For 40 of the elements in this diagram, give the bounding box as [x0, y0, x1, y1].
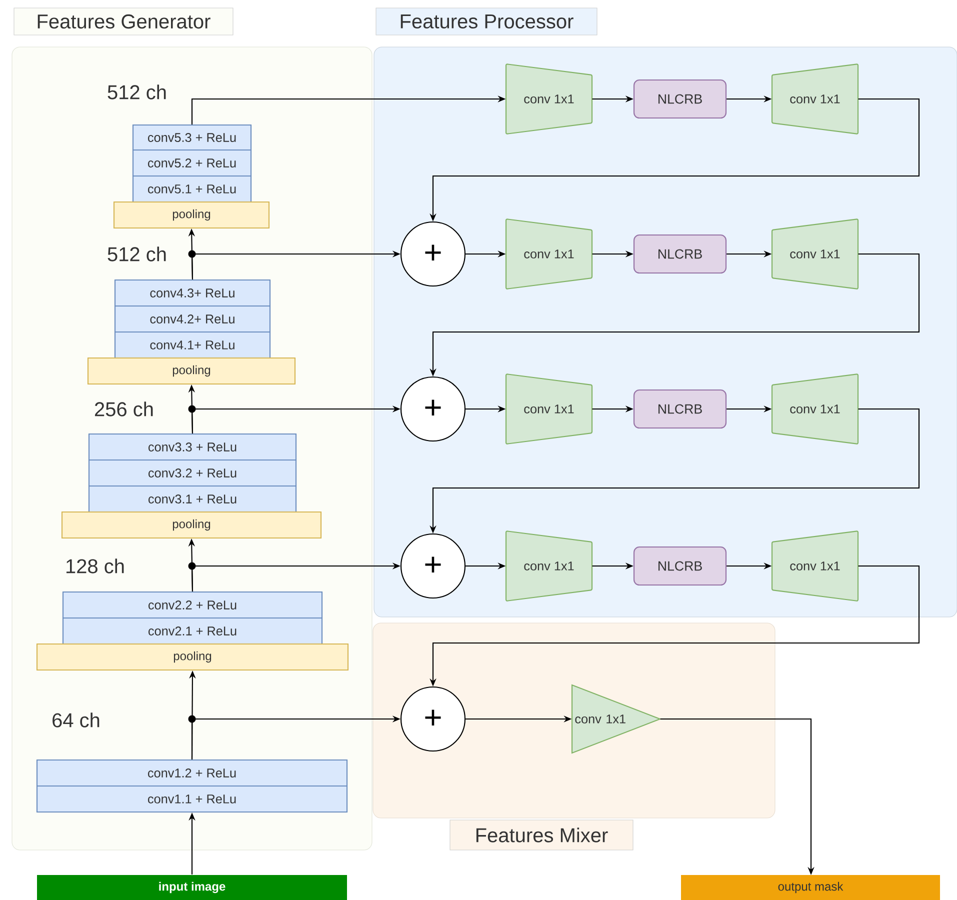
trapezoid-block: conv 1x1	[505, 218, 593, 290]
pooling-block: pooling	[61, 511, 322, 539]
conv-block: conv3.1 + ReLu	[88, 485, 297, 513]
nlcrb-box: NLCRB	[633, 234, 727, 274]
channel-label: 512 ch	[108, 84, 166, 100]
conv-block: conv5.3 + ReLu	[132, 124, 252, 151]
panel-title: Features Processor	[376, 8, 598, 36]
conv-block: conv1.1 + ReLu	[36, 785, 348, 813]
channel-label: 128 ch	[66, 558, 124, 574]
conv-block: conv3.3 + ReLu	[88, 433, 297, 461]
nlcrb-box: NLCRB	[633, 546, 727, 586]
nlcrb-box: NLCRB	[633, 79, 727, 119]
conv-block: conv2.2 + ReLu	[62, 591, 323, 619]
conv-block: conv4.2+ ReLu	[114, 305, 271, 333]
channel-label: 512 ch	[108, 246, 166, 262]
channel-label: 64 ch	[52, 712, 100, 728]
conv-block: conv4.1+ ReLu	[114, 331, 271, 359]
output-bar: output mask	[681, 875, 940, 900]
trapezoid-block: conv 1x1	[771, 374, 859, 444]
conv-block: conv3.2 + ReLu	[88, 459, 297, 487]
triangle-block: conv 1x1	[571, 684, 662, 754]
trapezoid-block: conv 1x1	[505, 530, 593, 602]
trapezoid-block: conv 1x1	[505, 64, 593, 134]
conv-block: conv2.1 + ReLu	[62, 617, 323, 645]
trapezoid-block: conv 1x1	[771, 218, 859, 290]
input-bar: input image	[37, 875, 347, 900]
panel-title: Features Mixer	[450, 820, 634, 850]
trapezoid-block: conv 1x1	[771, 530, 859, 602]
pooling-block: pooling	[87, 357, 296, 385]
conv-block: conv5.2 + ReLu	[132, 149, 252, 177]
nlcrb-box: NLCRB	[633, 389, 727, 429]
trapezoid-block: conv 1x1	[505, 374, 593, 444]
conv-block: conv1.2 + ReLu	[36, 759, 348, 787]
conv-block: conv4.3+ ReLu	[114, 279, 271, 307]
pooling-block: pooling	[113, 201, 270, 229]
conv-block: conv5.1 + ReLu	[132, 175, 252, 203]
pooling-block: pooling	[36, 643, 349, 671]
channel-label: 256 ch	[94, 402, 153, 416]
trapezoid-block: conv 1x1	[771, 64, 859, 134]
panel-title: Features Generator	[14, 8, 234, 36]
